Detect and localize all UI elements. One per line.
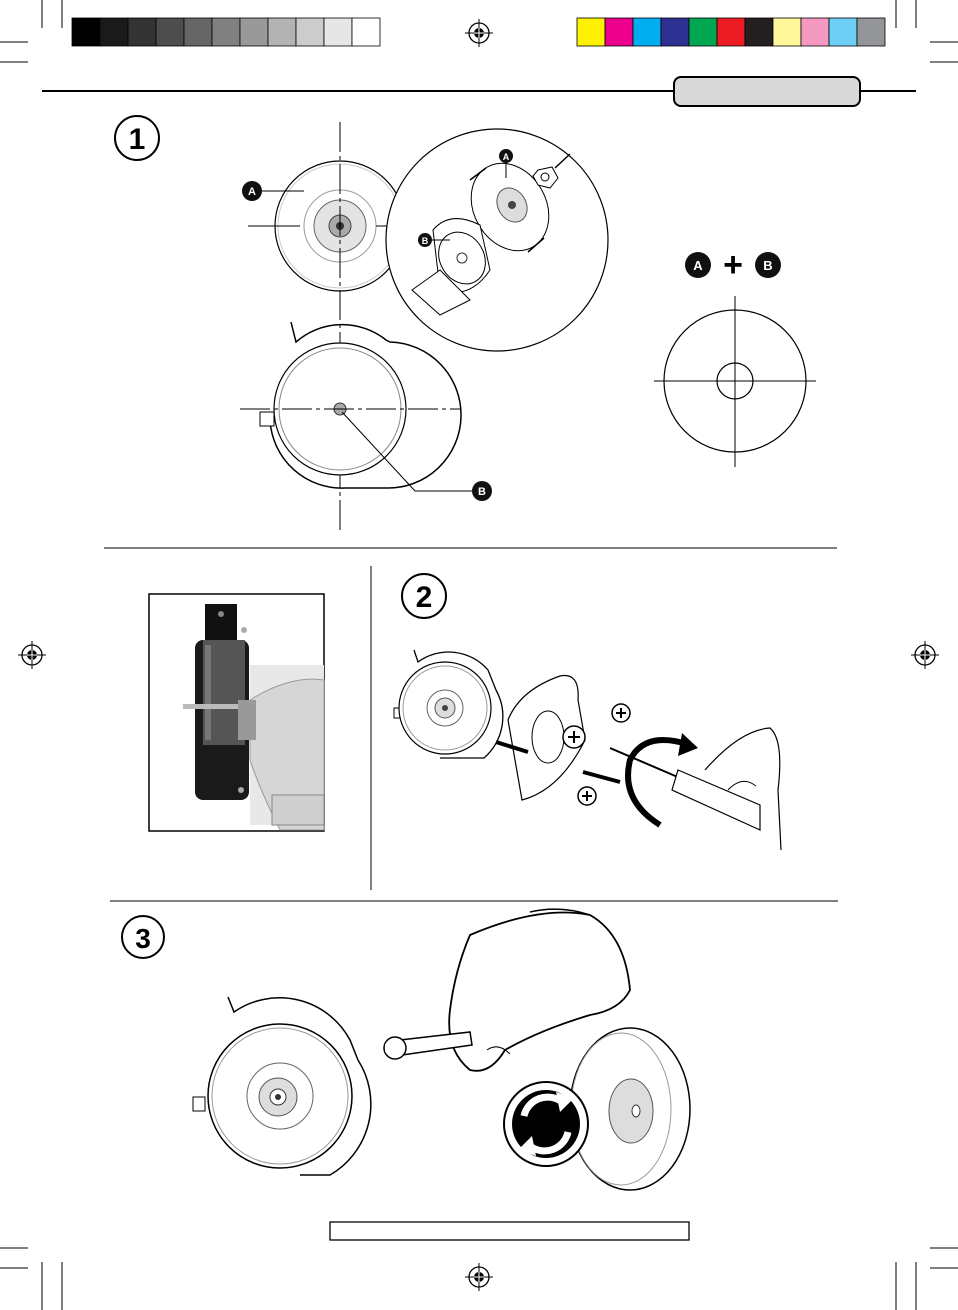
alignment-target-diagram [654,296,816,467]
calibration-swatch [324,18,352,46]
step-2-badge: 2 [402,574,446,618]
registration-mark-icon [18,641,46,669]
registration-mark-icon [465,19,493,47]
step-3-badge: 3 [122,916,164,958]
rotate-arrows-icon [504,1082,588,1166]
registration-mark-icon [911,641,939,669]
svg-text:+: + [723,246,743,284]
screw-icon [563,726,585,748]
wheel-guard-step-2 [394,650,503,758]
calibration-swatch [829,18,857,46]
calibration-swatch [184,18,212,46]
screw-icon [612,704,630,722]
calibration-swatch [100,18,128,46]
header-tab [674,77,860,106]
calibration-swatch [352,18,380,46]
a-plus-b-legend: A + B [685,246,781,284]
calibration-swatch [128,18,156,46]
color-calibration-bar [577,18,885,46]
calibration-swatch [745,18,773,46]
registration-mark-icon [465,1263,493,1291]
calibration-swatch [801,18,829,46]
calibration-swatch [268,18,296,46]
calibration-swatch [296,18,324,46]
calibration-swatch [577,18,605,46]
calibration-swatch [661,18,689,46]
arrow-icon [583,772,620,782]
calibration-swatch [156,18,184,46]
calibration-swatch [773,18,801,46]
svg-text:B: B [422,236,429,246]
replacement-wheel [570,1028,690,1190]
svg-text:B: B [478,486,486,498]
wheel-guard-step-3 [193,997,371,1175]
calibration-swatch [72,18,100,46]
arrow-head [678,733,698,756]
grayscale-calibration-bar [72,18,380,46]
exploded-view-detail: A B [386,129,608,351]
step-1-badge: 1 [115,116,159,160]
calibration-swatch [717,18,745,46]
screw-icon [578,787,596,805]
calibration-swatch [689,18,717,46]
calibration-swatch [633,18,661,46]
svg-text:A: A [503,152,510,162]
calibration-swatch [605,18,633,46]
wheel-guard-mounted [260,322,461,488]
grinder-side-photo [149,594,324,831]
calibration-swatch [212,18,240,46]
svg-text:B: B [763,258,772,273]
svg-text:3: 3 [135,923,151,954]
svg-text:A: A [693,258,703,273]
svg-text:A: A [248,186,256,198]
calibration-swatch [857,18,885,46]
calibration-swatch [240,18,268,46]
svg-text:2: 2 [416,581,433,614]
step-number: 1 [129,123,146,156]
footer-box [330,1222,689,1240]
